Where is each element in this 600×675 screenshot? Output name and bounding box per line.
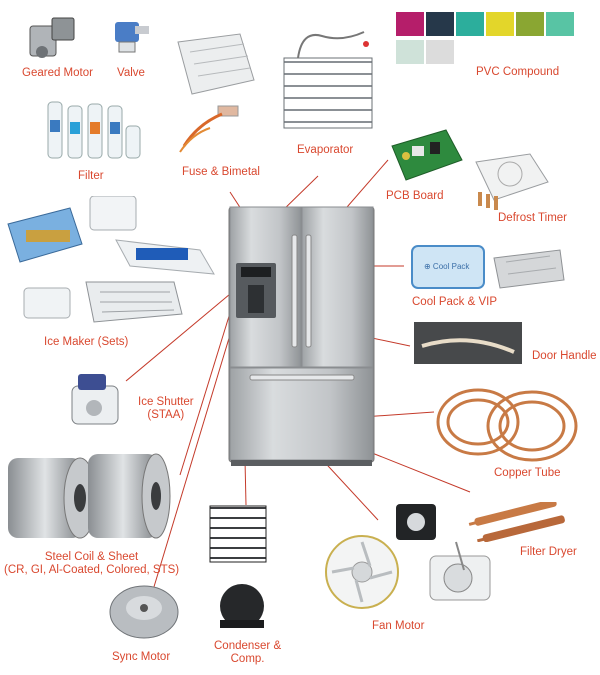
label-condenser-line1: Condenser & (214, 640, 282, 652)
label-pcb-board: PCB Board (386, 190, 444, 202)
label-pvc-compound: PVC Compound (476, 66, 560, 78)
label-fan-motor: Fan Motor (372, 620, 425, 632)
label-copper-tube: Copper Tube (494, 467, 561, 479)
door-handle-image (414, 322, 522, 364)
label-ice-shutter-line2: (STAA) (147, 409, 185, 421)
refrigerator-image (228, 206, 375, 466)
leader-line-steelcoil (149, 314, 237, 601)
cool-pack-tag: ⊕ Cool Pack (424, 262, 470, 271)
steel-coil-image (8, 453, 171, 539)
label-defrost-timer: Defrost Timer (498, 212, 568, 224)
pcb-board-image (391, 129, 463, 181)
label-cool-pack-vip: Cool Pack & VIP (412, 296, 498, 308)
label-steel-coil-line2: (CR, GI, Al-Coated, Colored, STS) (4, 564, 180, 576)
label-ice-maker: Ice Maker (Sets) (44, 336, 129, 348)
label-valve: Valve (117, 67, 145, 79)
label-condenser-line2: Comp. (230, 653, 265, 665)
copper-tube-image (436, 388, 578, 462)
pvc-compound-image (396, 12, 576, 64)
label-filter-dryer: Filter Dryer (520, 546, 577, 558)
defrost-timer-image (475, 153, 549, 210)
sync-motor-image (109, 585, 179, 639)
fan-motor-image (325, 504, 491, 609)
ice-maker-image (7, 196, 215, 323)
label-evaporator: Evaporator (297, 144, 354, 156)
label-steel-coil: Steel Coil & Sheet (CR, GI, Al-Coated, C… (4, 551, 179, 577)
valve-image (115, 22, 149, 53)
label-fuse-bimetal: Fuse & Bimetal (182, 166, 260, 178)
ice-shutter-image (71, 374, 119, 425)
condenser-compressor-image (209, 505, 267, 628)
filter-image (47, 101, 141, 159)
label-filter: Filter (78, 170, 104, 182)
filter-dryer-image (468, 502, 565, 542)
cool-pack-vip-image (411, 245, 565, 289)
geared-motor-image (29, 17, 75, 58)
label-geared-motor: Geared Motor (22, 67, 93, 79)
label-sync-motor: Sync Motor (112, 651, 171, 663)
fuse-bimetal-image (177, 33, 255, 153)
leader-line-icemaker (125, 288, 237, 382)
label-ice-shutter-line1: Ice Shutter (138, 396, 194, 408)
label-steel-coil-line1: Steel Coil & Sheet (44, 551, 139, 563)
label-door-handle: Door Handle (532, 350, 597, 362)
leader-line-iceshutter (179, 299, 235, 476)
evaporator-image (283, 31, 373, 129)
label-condenser-comp: Condenser & Comp. (214, 640, 281, 666)
label-ice-shutter: Ice Shutter (STAA) (138, 396, 194, 422)
